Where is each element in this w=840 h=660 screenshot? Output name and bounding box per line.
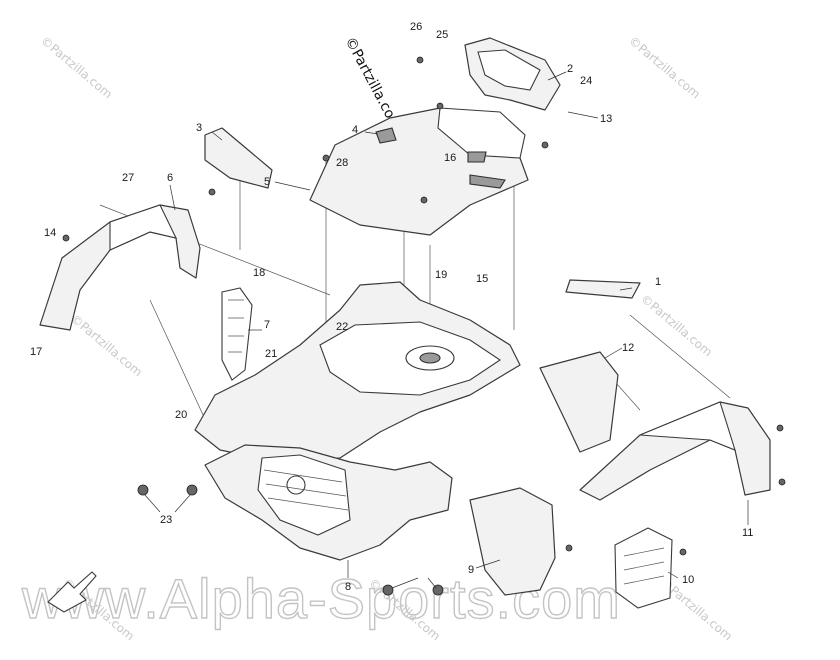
callout-11: 11 [742, 527, 753, 539]
callout-8: 8 [345, 581, 351, 593]
callout-23: 23 [160, 514, 172, 526]
corner-watermark-mr: ©Partzilla.com [638, 292, 715, 360]
corner-watermark-tl: ©Partzilla.com [38, 34, 115, 102]
part-front-grille [204, 444, 453, 561]
part-splash-guard [469, 487, 556, 596]
callout-15: 15 [476, 273, 488, 285]
callout-4: 4 [352, 124, 358, 136]
leader-lines [144, 71, 749, 589]
callout-27: 27 [122, 172, 134, 184]
part-mud-flap [614, 527, 673, 609]
callout-25: 25 [436, 29, 448, 41]
part-right-fender [579, 401, 771, 501]
callout-2: 2 [567, 63, 573, 75]
callout-16: 16 [444, 152, 456, 164]
callout-17: 17 [30, 346, 42, 358]
callout-19: 19 [435, 269, 447, 281]
callout-3: 3 [196, 122, 202, 134]
callout-18: 18 [253, 267, 265, 279]
callout-10: 10 [682, 574, 694, 586]
callout-21: 21 [265, 348, 277, 360]
part-strip [565, 279, 641, 299]
part-center-cowl [309, 107, 529, 236]
callout-5: 5 [264, 176, 270, 188]
callout-7: 7 [264, 319, 270, 331]
callout-14: 14 [44, 227, 56, 239]
fasteners [62, 56, 786, 596]
part-bracket [221, 287, 253, 381]
callout-12: 12 [622, 342, 634, 354]
callout-22: 22 [336, 321, 348, 333]
callout-13: 13 [600, 113, 612, 125]
callout-24: 24 [580, 75, 592, 87]
part-side-cover [204, 127, 273, 189]
corner-watermark-tr: ©Partzilla.com [626, 34, 703, 102]
corner-watermark-ml: ©Partzilla.com [68, 312, 145, 380]
part-left-fender [39, 204, 201, 331]
part-top-cowl [464, 37, 561, 111]
callout-labels: 1 2 3 4 5 6 7 8 9 10 11 12 13 14 15 16 1… [30, 21, 753, 593]
callout-28: 28 [336, 157, 348, 169]
front-direction-arrow [47, 571, 97, 613]
part-right-inner-fender [539, 351, 619, 453]
callout-9: 9 [468, 564, 474, 576]
callout-26: 26 [410, 21, 422, 33]
callout-6: 6 [167, 172, 173, 184]
callout-20: 20 [175, 409, 187, 421]
callout-1: 1 [655, 276, 661, 288]
